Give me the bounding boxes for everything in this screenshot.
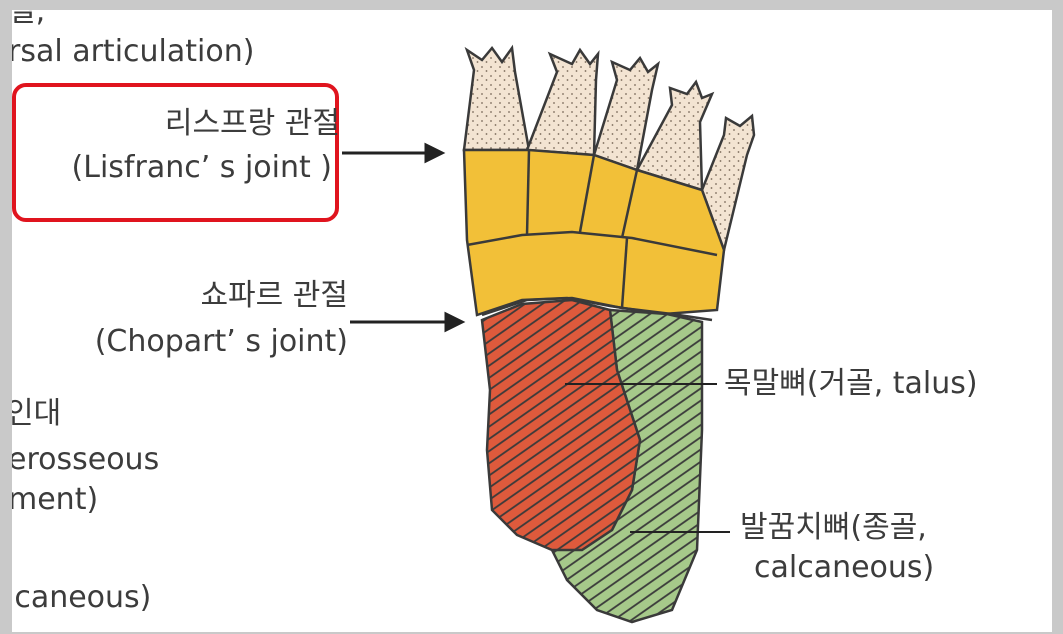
bottom-fragment-label: lcaneous) (12, 580, 151, 616)
lisfranc-label-english: (Lisfranc’ s joint ) (72, 150, 332, 186)
top-fragment-english: rsal articulation) (12, 34, 254, 70)
diagram-canvas: 절, rsal articulation) 리스프랑 관절 (Lisfranc’… (12, 10, 1052, 632)
calcaneus-label-1: 발꿈치뼈(종골, (740, 510, 927, 546)
ligament-label-english-1: erosseous (12, 442, 159, 478)
top-fragment-korean: 절, (12, 10, 45, 30)
talus-label: 목말뼈(거골, talus) (724, 366, 978, 402)
chopart-label-english: (Chopart’ s joint) (95, 324, 348, 360)
chopart-label-korean: 쇼파르 관절 (200, 278, 348, 314)
ligament-label-korean: 인대 (12, 396, 61, 432)
calcaneus-label-2: calcaneous) (754, 550, 934, 586)
lisfranc-label-korean: 리스프랑 관절 (165, 106, 340, 142)
ligament-label-english-2: ment) (12, 482, 98, 518)
